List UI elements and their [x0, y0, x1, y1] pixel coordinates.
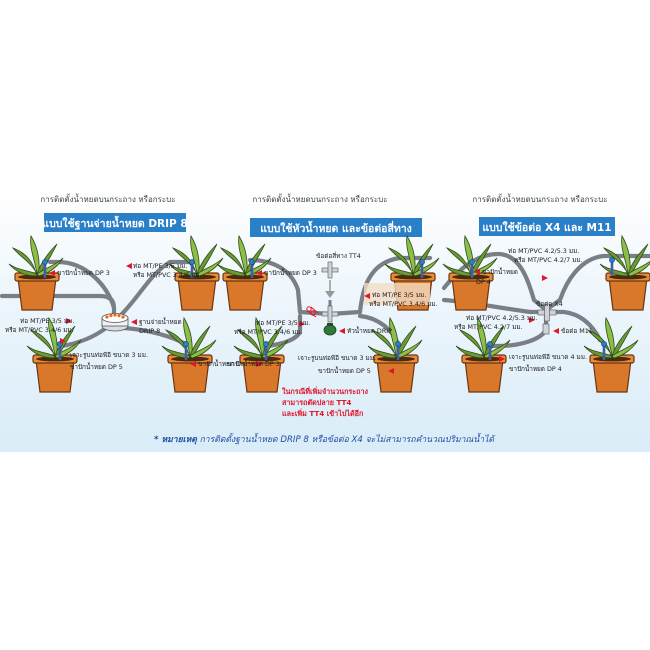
scissors-icon — [306, 306, 319, 318]
arrow-marker-icon — [190, 361, 196, 367]
panel-2-pipe-bottom-left — [265, 313, 303, 349]
arrow-marker-icon — [49, 270, 55, 276]
arrow-marker-icon — [529, 317, 535, 323]
panel-3-heading: การติดตั้งน้ำหยดบนกระถาง หรือกระบะ — [472, 193, 607, 204]
panel-1-base-label-2: DRIP 8 — [139, 327, 160, 335]
panel-2: ข้อต่อสี่ทาง TT4 ขาปักน้ำหยด DP 3 ท่อ MT… — [216, 235, 440, 418]
panel-3-title: แบบใช้ข้อต่อ X4 และ M11 — [482, 220, 611, 234]
panel-3-pipe-top-2: หรือ MT/PVC 4.2/7 มม. — [514, 256, 583, 264]
panel-1-dripper-bottom-right: ขาปักน้ำหยด DP 5 — [198, 359, 251, 368]
panel-2-title-bar — [250, 218, 422, 237]
panel-1-title-bar — [44, 213, 186, 232]
panel-3-pipe-top-1: ท่อ MT/PVC 4.2/5.3 มม. — [508, 247, 579, 255]
panel-2-pipe-pe-left: ท่อ MT/PE 3/5 มม. — [256, 319, 310, 327]
arrow-marker-icon — [131, 319, 137, 325]
panel-3-drill: เจาะรูบนท่อพีอี ขนาด 4 มม. — [509, 353, 587, 361]
arrow-marker-icon — [299, 321, 305, 327]
panel-2-note-2: สามารถตัดปลาย TT4 — [282, 398, 351, 407]
panel-2-pipe-pe-right: ท่อ MT/PE 3/5 มม. — [372, 291, 426, 299]
panel-3-m11: ข้อต่อ M11 — [561, 327, 593, 335]
panel-1-pipe-top-right — [117, 259, 193, 319]
panel-2-pipe-loop — [247, 255, 433, 317]
x4-connector-icon — [537, 303, 557, 322]
m11-connector-icon — [542, 323, 550, 335]
drip-head-icon — [323, 323, 337, 336]
panel-2-drill: เจาะรูบนท่อพีอี ขนาด 3 มม. — [298, 354, 376, 362]
tt4-cross-installed-icon — [321, 305, 339, 323]
panel-3-title-bar — [479, 217, 615, 236]
panel-3-pipe-mid-1: ท่อ MT/PVC 4.2/5.3 มม. — [466, 314, 537, 322]
panel-1-heading: การติดตั้งน้ำหยดบนกระถาง หรือกระบะ — [40, 193, 175, 204]
arrow-marker-icon — [474, 269, 480, 275]
panel-1-pipe-pvc-left: หรือ MT/PVC 3.4/6 มม. — [5, 326, 74, 334]
panel-2-dripper-top: ขาปักน้ำหยด DP 3 — [264, 268, 317, 277]
arrow-marker-icon — [256, 361, 262, 367]
panel-2-note-3: และเพิ่ม TT4 เข้าไปได้อีก — [282, 408, 363, 418]
panel-2-pipe-pvc-left: หรือ MT/PVC 3.4/6 มม. — [234, 328, 303, 336]
panel-1-pipe-pe-left: ท่อ MT/PE 3/5 มม. — [20, 317, 74, 325]
panel-2-note-1: ในกรณีที่เพิ่มจำนวนกระถาง — [282, 386, 369, 396]
arrow-marker-icon — [499, 356, 505, 362]
panel-1-pipe-pe-right: ท่อ MT/PE 3/5 มม. — [133, 262, 187, 270]
panel-1-drill: เจาะรูบนท่อพีอี ขนาด 3 มม. — [70, 351, 148, 359]
arrow-marker-icon — [553, 328, 559, 334]
panel-2-label-backdrop — [364, 283, 430, 305]
panel-3-pipe-top — [441, 251, 650, 313]
panel-2-dripper-bottom: ขาปักน้ำหยด DP 5 — [318, 366, 371, 375]
panel-3-x4: ข้อต่อ X4 — [536, 300, 563, 308]
panel-1-dripper-bottom-left: ขาปักน้ำหยด DP 5 — [70, 362, 123, 371]
panel-1: ขาปักน้ำหยด DP 3 ท่อ MT/PE 3/5 มม. หรือ … — [0, 235, 251, 393]
footnote-text: การติดตั้งฐานน้ำหยด DRIP 8 หรือข้อต่อ X4… — [197, 432, 496, 445]
panel-2-dripper-bottom-left: ขาปักน้ำหยด DP 3 — [227, 359, 280, 368]
panel-2-cross: ข้อต่อสี่ทาง TT4 — [316, 251, 361, 260]
panel-2-pipe-pvc-right: หรือ MT/PVC 3.4/6 มม. — [369, 300, 438, 308]
arrow-marker-icon — [66, 318, 72, 324]
arrow-marker-icon — [542, 275, 548, 281]
drip8-base-icon — [101, 313, 129, 332]
arrow-marker-icon — [126, 263, 132, 269]
arrow-marker-icon — [339, 328, 345, 334]
panel-1-pipe-pvc-right: หรือ MT/PVC 3.4/6 มม. — [133, 271, 202, 279]
panel-1-dripper-top: ขาปักน้ำหยด DP 3 — [57, 268, 110, 277]
arrow-marker-icon — [364, 293, 370, 299]
panel-1-pipe-bottom-left — [59, 325, 109, 349]
arrow-marker-icon — [388, 368, 394, 374]
footnote-prefix: * หมายเหตุ — [154, 435, 198, 445]
panel-1-base-label-1: ฐานจ่ายน้ำหยด — [139, 317, 182, 326]
panel-3: ท่อ MT/PVC 4.2/5.3 มม. หรือ MT/PVC 4.2/7… — [441, 235, 650, 393]
panel-1-title: แบบใช้ฐานจ่ายน้ำหยด DRIP 8 — [42, 215, 187, 230]
arrow-marker-icon — [256, 270, 262, 276]
panel-3-dripper-top-2: DP 4 — [476, 278, 491, 286]
panel-3-pipe-mid-2: หรือ MT/PVC 4.2/7 มม. — [454, 323, 523, 331]
arrow-down-icon — [325, 280, 335, 298]
panel-3-dripper-bottom: ขาปักน้ำหยด DP 4 — [509, 364, 562, 373]
panel-2-heading: การติดตั้งน้ำหยดบนกระถาง หรือกระบะ — [252, 193, 387, 204]
footnote: * หมายเหตุ การติดตั้งฐานน้ำหยด DRIP 8 หร… — [154, 432, 496, 445]
panel-2-drip-head: หัวน้ำหยด DRIP — [347, 326, 392, 335]
panel-3-dripper-top: ขาปักน้ำหยด — [482, 267, 518, 276]
arrow-marker-icon — [60, 338, 66, 344]
panel-2-title: แบบใช้หัวน้ำหยด และข้อต่อสี่ทาง — [260, 220, 412, 235]
tt4-cross-icon — [321, 261, 339, 279]
